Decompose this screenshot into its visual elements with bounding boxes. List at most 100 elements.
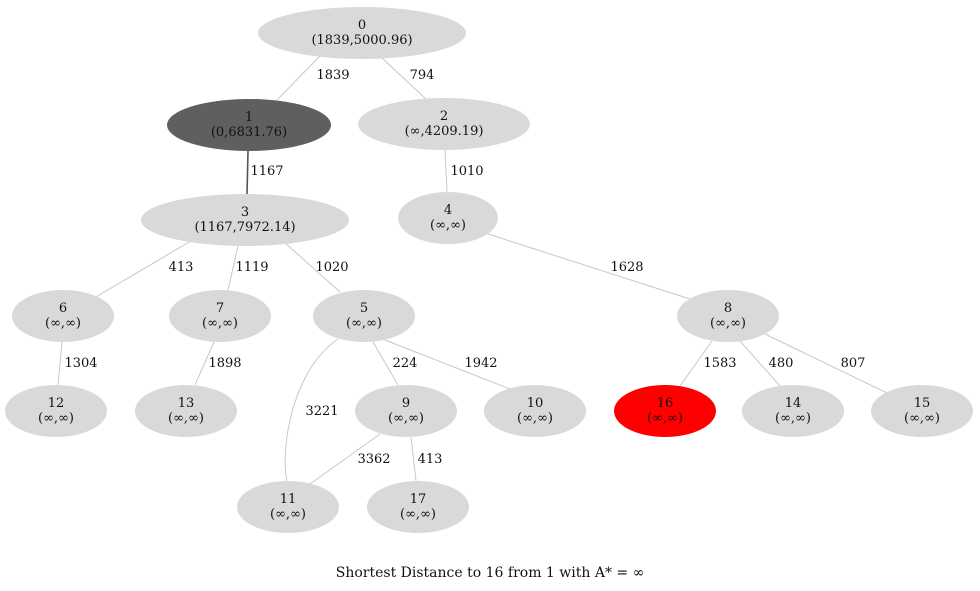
node-values-9: (∞,∞) (388, 411, 424, 426)
edge-0-1 (276, 55, 321, 101)
node-values-1: (0,6831.76) (211, 125, 287, 140)
node-values-16: (∞,∞) (647, 411, 683, 426)
node-shape-9 (355, 385, 457, 437)
node-id-17: 17 (410, 492, 427, 507)
edge-weight-5-11: 3221 (305, 404, 338, 419)
node-values-15: (∞,∞) (904, 411, 940, 426)
nodes-layer: 0(1839,5000.96)1(0,6831.76)2(∞,4209.19)3… (5, 7, 973, 533)
edge-weight-6-12: 1304 (64, 356, 97, 371)
node-id-5: 5 (360, 301, 368, 316)
node-2: 2(∞,4209.19) (358, 98, 530, 150)
node-shape-0 (258, 7, 466, 59)
edge-8-15 (764, 333, 888, 394)
node-17: 17(∞,∞) (367, 481, 469, 533)
node-id-11: 11 (280, 492, 297, 507)
node-16: 16(∞,∞) (614, 385, 716, 437)
node-3: 3(1167,7972.14) (141, 194, 349, 246)
node-12: 12(∞,∞) (5, 385, 107, 437)
edge-6-12 (57, 341, 63, 386)
edge-weight-0-1: 1839 (316, 68, 349, 83)
node-8: 8(∞,∞) (677, 290, 779, 342)
node-id-7: 7 (216, 301, 224, 316)
node-5: 5(∞,∞) (313, 290, 415, 342)
node-values-14: (∞,∞) (775, 411, 811, 426)
node-shape-5 (313, 290, 415, 342)
node-shape-10 (484, 385, 586, 437)
edge-4-8 (487, 233, 694, 301)
node-id-14: 14 (785, 396, 802, 411)
edge-7-13 (194, 341, 215, 386)
edge-0-2 (381, 57, 428, 101)
node-shape-12 (5, 385, 107, 437)
edge-weight-3-7: 1119 (235, 260, 268, 275)
edge-weight-9-11: 3362 (357, 452, 390, 467)
node-id-6: 6 (59, 301, 67, 316)
node-1: 1(0,6831.76) (167, 99, 331, 151)
edge-weight-8-15: 807 (841, 356, 866, 371)
node-7: 7(∞,∞) (169, 290, 271, 342)
caption: Shortest Distance to 16 from 1 with A* =… (335, 565, 645, 581)
node-values-7: (∞,∞) (202, 316, 238, 331)
node-shape-8 (677, 290, 779, 342)
node-shape-14 (742, 385, 844, 437)
node-shape-17 (367, 481, 469, 533)
edge-3-6 (88, 237, 197, 302)
node-id-10: 10 (527, 396, 544, 411)
edge-weight-4-8: 1628 (610, 260, 643, 275)
node-11: 11(∞,∞) (237, 481, 339, 533)
edge-weight-5-9: 224 (393, 356, 418, 371)
node-shape-13 (135, 385, 237, 437)
node-14: 14(∞,∞) (742, 385, 844, 437)
edge-2-4 (444, 149, 448, 193)
node-values-11: (∞,∞) (270, 507, 306, 522)
edge-8-16 (679, 340, 713, 387)
edge-weight-5-10: 1942 (464, 356, 497, 371)
node-id-2: 2 (440, 109, 448, 124)
node-13: 13(∞,∞) (135, 385, 237, 437)
node-values-10: (∞,∞) (517, 411, 553, 426)
node-9: 9(∞,∞) (355, 385, 457, 437)
edge-5-9 (372, 341, 399, 386)
node-values-13: (∞,∞) (168, 411, 204, 426)
node-shape-1 (167, 99, 331, 151)
edge-weight-0-2: 794 (410, 68, 435, 83)
edge-5-11 (284, 338, 339, 482)
node-id-12: 12 (48, 396, 65, 411)
node-id-9: 9 (402, 396, 410, 411)
edge-8-14 (739, 340, 781, 387)
edge-5-10 (384, 339, 511, 390)
node-values-5: (∞,∞) (346, 316, 382, 331)
edge-3-7 (227, 245, 239, 291)
node-shape-6 (12, 290, 114, 342)
node-values-6: (∞,∞) (45, 316, 81, 331)
edge-weight-3-5: 1020 (315, 260, 348, 275)
node-id-1: 1 (245, 110, 253, 125)
node-id-15: 15 (914, 396, 931, 411)
node-shape-15 (871, 385, 973, 437)
edge-weight-8-14: 480 (769, 356, 794, 371)
node-values-2: (∞,4209.19) (405, 124, 484, 139)
node-values-8: (∞,∞) (710, 316, 746, 331)
node-values-17: (∞,∞) (400, 507, 436, 522)
edge-9-17 (410, 436, 417, 482)
node-id-0: 0 (358, 18, 366, 33)
edge-9-11 (309, 433, 381, 485)
node-shape-11 (237, 481, 339, 533)
edge-1-3 (246, 150, 249, 195)
node-6: 6(∞,∞) (12, 290, 114, 342)
node-shape-7 (169, 290, 271, 342)
node-id-8: 8 (724, 301, 732, 316)
edge-weight-1-3: 1167 (250, 164, 283, 179)
node-15: 15(∞,∞) (871, 385, 973, 437)
node-id-4: 4 (444, 203, 452, 218)
node-shape-2 (358, 98, 530, 150)
node-shape-3 (141, 194, 349, 246)
node-shape-16 (614, 385, 716, 437)
edge-weight-2-4: 1010 (450, 164, 483, 179)
node-0: 0(1839,5000.96) (258, 7, 466, 59)
edge-weight-3-6: 413 (169, 260, 194, 275)
node-values-3: (1167,7972.14) (194, 220, 295, 235)
